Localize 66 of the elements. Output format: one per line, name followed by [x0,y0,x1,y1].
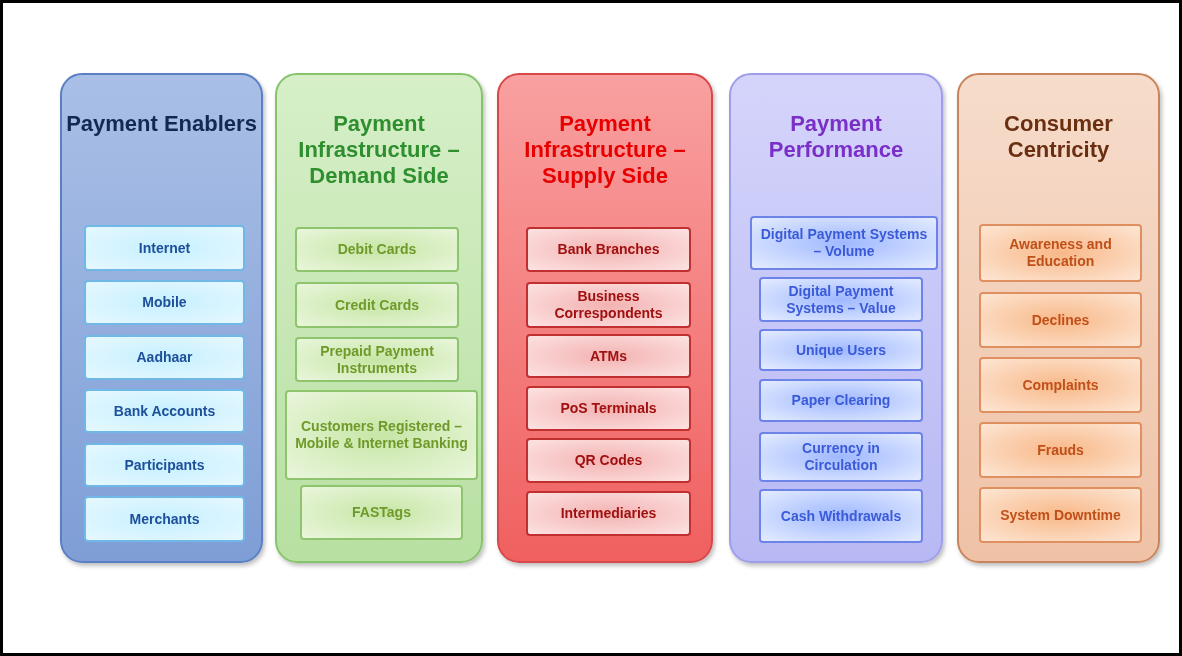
item-label: Frauds [1037,441,1084,459]
item-box [759,489,923,543]
item-box [979,422,1142,478]
item-box [84,225,245,271]
item-box [295,282,459,328]
item-label: FASTags [352,504,411,521]
item-box [526,386,691,431]
item-label: Complaints [1022,376,1099,394]
item-box [759,329,923,371]
item-label: Bank Accounts [113,402,216,420]
item-box [526,438,691,483]
item-label: Intermediaries [560,505,657,522]
item-label: PoS Terminals [560,400,657,417]
item-label: Digital Payment Systems – Value [785,282,897,317]
item-label: Paper Clearing [791,392,891,409]
item-box [84,280,245,325]
item-box [285,390,478,480]
item-label: Participants [124,456,205,474]
item-box [979,292,1142,348]
column-title: Payment Performance [767,111,905,163]
item-label: Bank Branches [557,241,660,258]
item-box [526,282,691,328]
item-label: Business Correspondents [553,288,664,322]
category-column [729,73,943,563]
item-label: Digital Payment Systems – Volume [759,226,929,260]
item-box [750,216,938,270]
column-title: Payment Infrastructure – Supply Side [523,111,687,189]
category-column [497,73,713,563]
item-label: Aadhaar [136,349,193,366]
item-box [979,487,1142,543]
item-box [759,379,923,422]
item-box [84,443,245,487]
item-label: Debit Cards [337,241,417,258]
item-label: QR Codes [574,452,643,469]
item-label: Customers Registered – Mobile & Internet Banking [294,418,469,452]
item-box [979,357,1142,413]
column-title: Payment Enablers [65,111,258,137]
item-label: Internet [138,239,191,257]
item-box [979,224,1142,282]
item-label: Merchants [129,510,200,528]
item-box [759,277,923,322]
column-title: Payment Infrastructure – Demand Side [297,111,461,189]
category-column [60,73,263,563]
item-label: Cash Withdrawals [780,507,902,525]
item-label: Prepaid Payment Instruments [319,342,435,377]
column-title: Consumer Centricity [1003,111,1114,163]
item-label: Credit Cards [335,296,419,314]
item-label: Currency in Circulation [801,440,881,474]
item-label: Unique Users [795,341,887,359]
item-box [759,432,923,482]
item-box [526,491,691,536]
item-box [84,389,245,433]
item-box [300,485,463,540]
item-box [84,335,245,380]
item-box [526,334,691,378]
item-box [84,496,245,542]
item-label: Mobile [142,294,187,311]
category-column [275,73,483,563]
item-box [295,227,459,272]
item-label: ATMs [589,347,628,365]
item-box [526,227,691,272]
item-label: System Downtime [1000,506,1121,524]
category-column [957,73,1160,563]
item-label: Awareness and Education [1008,236,1113,270]
item-label: Declines [1031,311,1090,329]
item-box [295,337,459,382]
